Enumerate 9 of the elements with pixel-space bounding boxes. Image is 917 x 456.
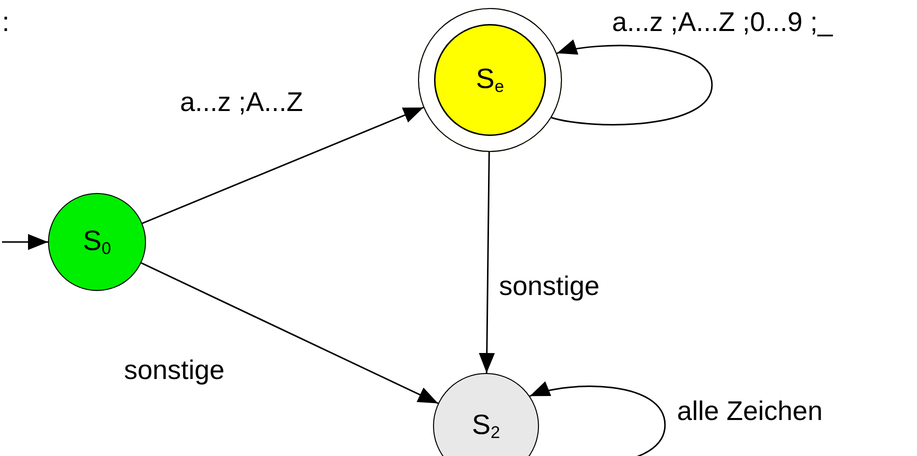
transition-arrow: [478, 152, 495, 374]
self-loop-arrow: [551, 40, 713, 126]
transition-arrow: [2, 234, 48, 250]
transition-arrow: [140, 262, 438, 404]
state-label: S$_{e}$: [476, 65, 504, 95]
state-label: S$_{0}$: [82, 227, 112, 257]
transition-arrow: [142, 106, 424, 224]
state-circle: [433, 373, 539, 456]
state-label: S$_{2}$: [472, 411, 500, 441]
